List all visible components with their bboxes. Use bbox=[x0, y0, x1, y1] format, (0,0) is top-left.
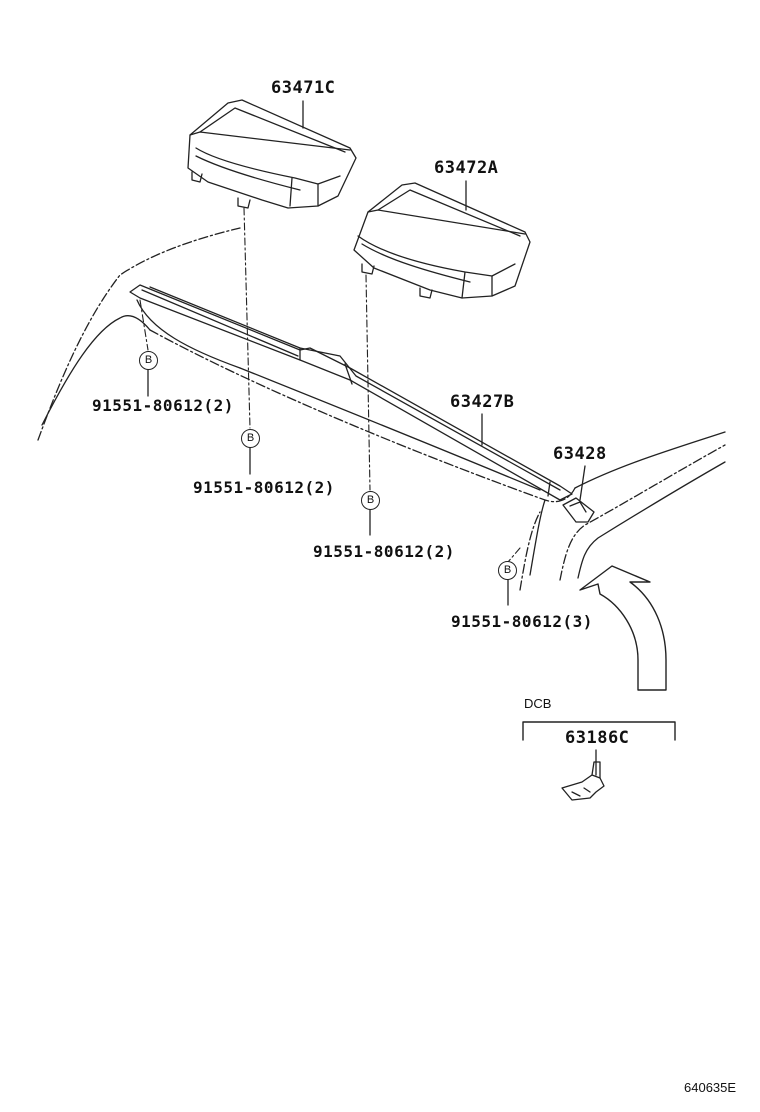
fastener-label-4: 91551-80612(3) bbox=[451, 612, 593, 631]
label-63186c: 63186C bbox=[565, 728, 630, 748]
roof-rail-63427b bbox=[129, 284, 573, 501]
bracket-63186c bbox=[561, 761, 605, 801]
cover-63471c bbox=[187, 99, 357, 209]
cover-63472a bbox=[353, 182, 531, 299]
fastener-part-number: 91551-80612 bbox=[92, 396, 204, 415]
callout-b-4: B bbox=[498, 561, 517, 580]
label-63471c: 63471C bbox=[271, 78, 336, 98]
fastener-lines bbox=[139, 207, 521, 563]
fastener-label-3: 91551-80612(2) bbox=[313, 542, 455, 561]
label-63427b: 63427B bbox=[450, 392, 515, 412]
fastener-qty: (2) bbox=[304, 478, 335, 497]
fastener-label-2: 91551-80612(2) bbox=[193, 478, 335, 497]
leader-lines bbox=[147, 100, 597, 776]
callout-b-2: B bbox=[241, 429, 260, 448]
label-63472a: 63472A bbox=[434, 158, 499, 178]
fastener-qty: (3) bbox=[562, 612, 593, 631]
fastener-qty: (2) bbox=[424, 542, 455, 561]
clip-63428 bbox=[562, 497, 595, 523]
fastener-qty: (2) bbox=[203, 396, 234, 415]
fastener-part-number: 91551-80612 bbox=[193, 478, 305, 497]
view-direction-arrow bbox=[579, 565, 667, 691]
label-63428: 63428 bbox=[553, 444, 607, 464]
figure-code: 640635E bbox=[684, 1080, 737, 1095]
dcb-group-bracket bbox=[522, 721, 676, 741]
fastener-part-number: 91551-80612 bbox=[451, 612, 563, 631]
fastener-part-number: 91551-80612 bbox=[313, 542, 425, 561]
roof-panel bbox=[37, 227, 726, 591]
callout-b-3: B bbox=[361, 491, 380, 510]
callout-b-1: B bbox=[139, 351, 158, 370]
fastener-label-1: 91551-80612(2) bbox=[92, 396, 234, 415]
dcb-group-label: DCB bbox=[524, 696, 552, 711]
